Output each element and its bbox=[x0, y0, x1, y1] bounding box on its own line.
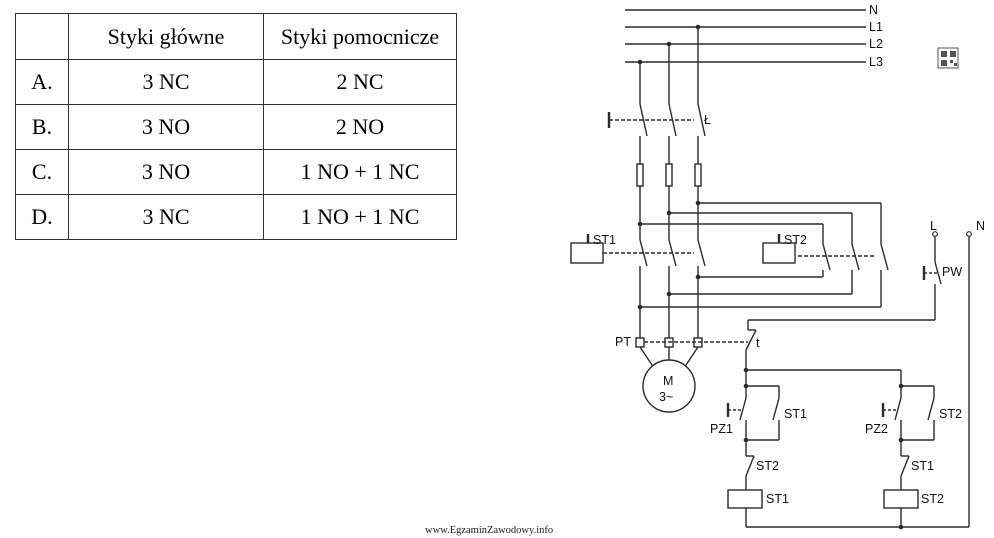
control-supply: L N PW t bbox=[745, 219, 985, 527]
qr-code-icon bbox=[937, 47, 959, 69]
option-label: A. bbox=[15, 59, 69, 105]
st1-interlock-label: ST1 bbox=[911, 459, 934, 473]
pz2-label: PZ2 bbox=[865, 422, 888, 436]
main-contacts-cell: 3 NO bbox=[68, 149, 264, 195]
line-l2-label: L2 bbox=[869, 37, 883, 51]
st1-hold-label: ST1 bbox=[784, 407, 807, 421]
st2-interlock-label: ST2 bbox=[756, 459, 779, 473]
motor-label: M bbox=[663, 374, 673, 388]
aux-contacts-cell: 2 NO bbox=[263, 104, 457, 150]
st1-coil2-label: ST1 bbox=[766, 492, 789, 506]
supply-busbars: N L1 L2 L3 bbox=[625, 3, 883, 69]
st2-hold-label: ST2 bbox=[939, 407, 962, 421]
thermal-relay-label: PT bbox=[615, 335, 631, 349]
reverse-wiring: ST2 bbox=[637, 200, 889, 310]
option-label: D. bbox=[15, 194, 69, 240]
option-label: B. bbox=[15, 104, 69, 150]
control-l-label: L bbox=[930, 219, 937, 233]
line-l3-label: L3 bbox=[869, 55, 883, 69]
motor: M 3~ bbox=[642, 359, 696, 413]
fuses bbox=[636, 163, 702, 240]
table-row: B. 3 NO 2 NO bbox=[15, 104, 457, 150]
switch-label: Ł bbox=[704, 113, 711, 127]
main-contacts-cell: 3 NC bbox=[68, 59, 264, 105]
main-switch: Ł bbox=[607, 27, 711, 164]
control-circuits: ST1 PZ1 ST2 ST1 ST2 PZ2 ST1 ST2 bbox=[710, 367, 969, 530]
aux-contacts-cell: 2 NC bbox=[263, 59, 457, 105]
line-n-label: N bbox=[869, 3, 878, 17]
st2-coil2-label: ST2 bbox=[921, 492, 944, 506]
aux-contacts-cell: 1 NO + 1 NC bbox=[263, 194, 457, 240]
st2-coil-label: ST2 bbox=[784, 233, 807, 247]
st1-main-contacts: ST1 bbox=[570, 233, 706, 338]
table-row: A. 3 NC 2 NC bbox=[15, 59, 457, 105]
pw-label: PW bbox=[942, 265, 962, 279]
main-contacts-cell: 3 NO bbox=[68, 104, 264, 150]
thermal-relay: PT bbox=[615, 335, 748, 369]
thermal-contact-label: t bbox=[756, 336, 760, 350]
motor-type-label: 3~ bbox=[659, 390, 673, 404]
footer-watermark: www.EgzaminZawodowy.info bbox=[425, 525, 554, 536]
table-row: D. 3 NC 1 NO + 1 NC bbox=[15, 194, 457, 240]
header-empty-cell bbox=[15, 13, 69, 60]
pz1-label: PZ1 bbox=[710, 422, 733, 436]
st1-coil-label: ST1 bbox=[593, 233, 616, 247]
answer-table: Styki główne Styki pomocnicze A. 3 NC 2 … bbox=[15, 13, 457, 240]
control-n-label: N bbox=[976, 219, 985, 233]
line-l1-label: L1 bbox=[869, 20, 883, 34]
